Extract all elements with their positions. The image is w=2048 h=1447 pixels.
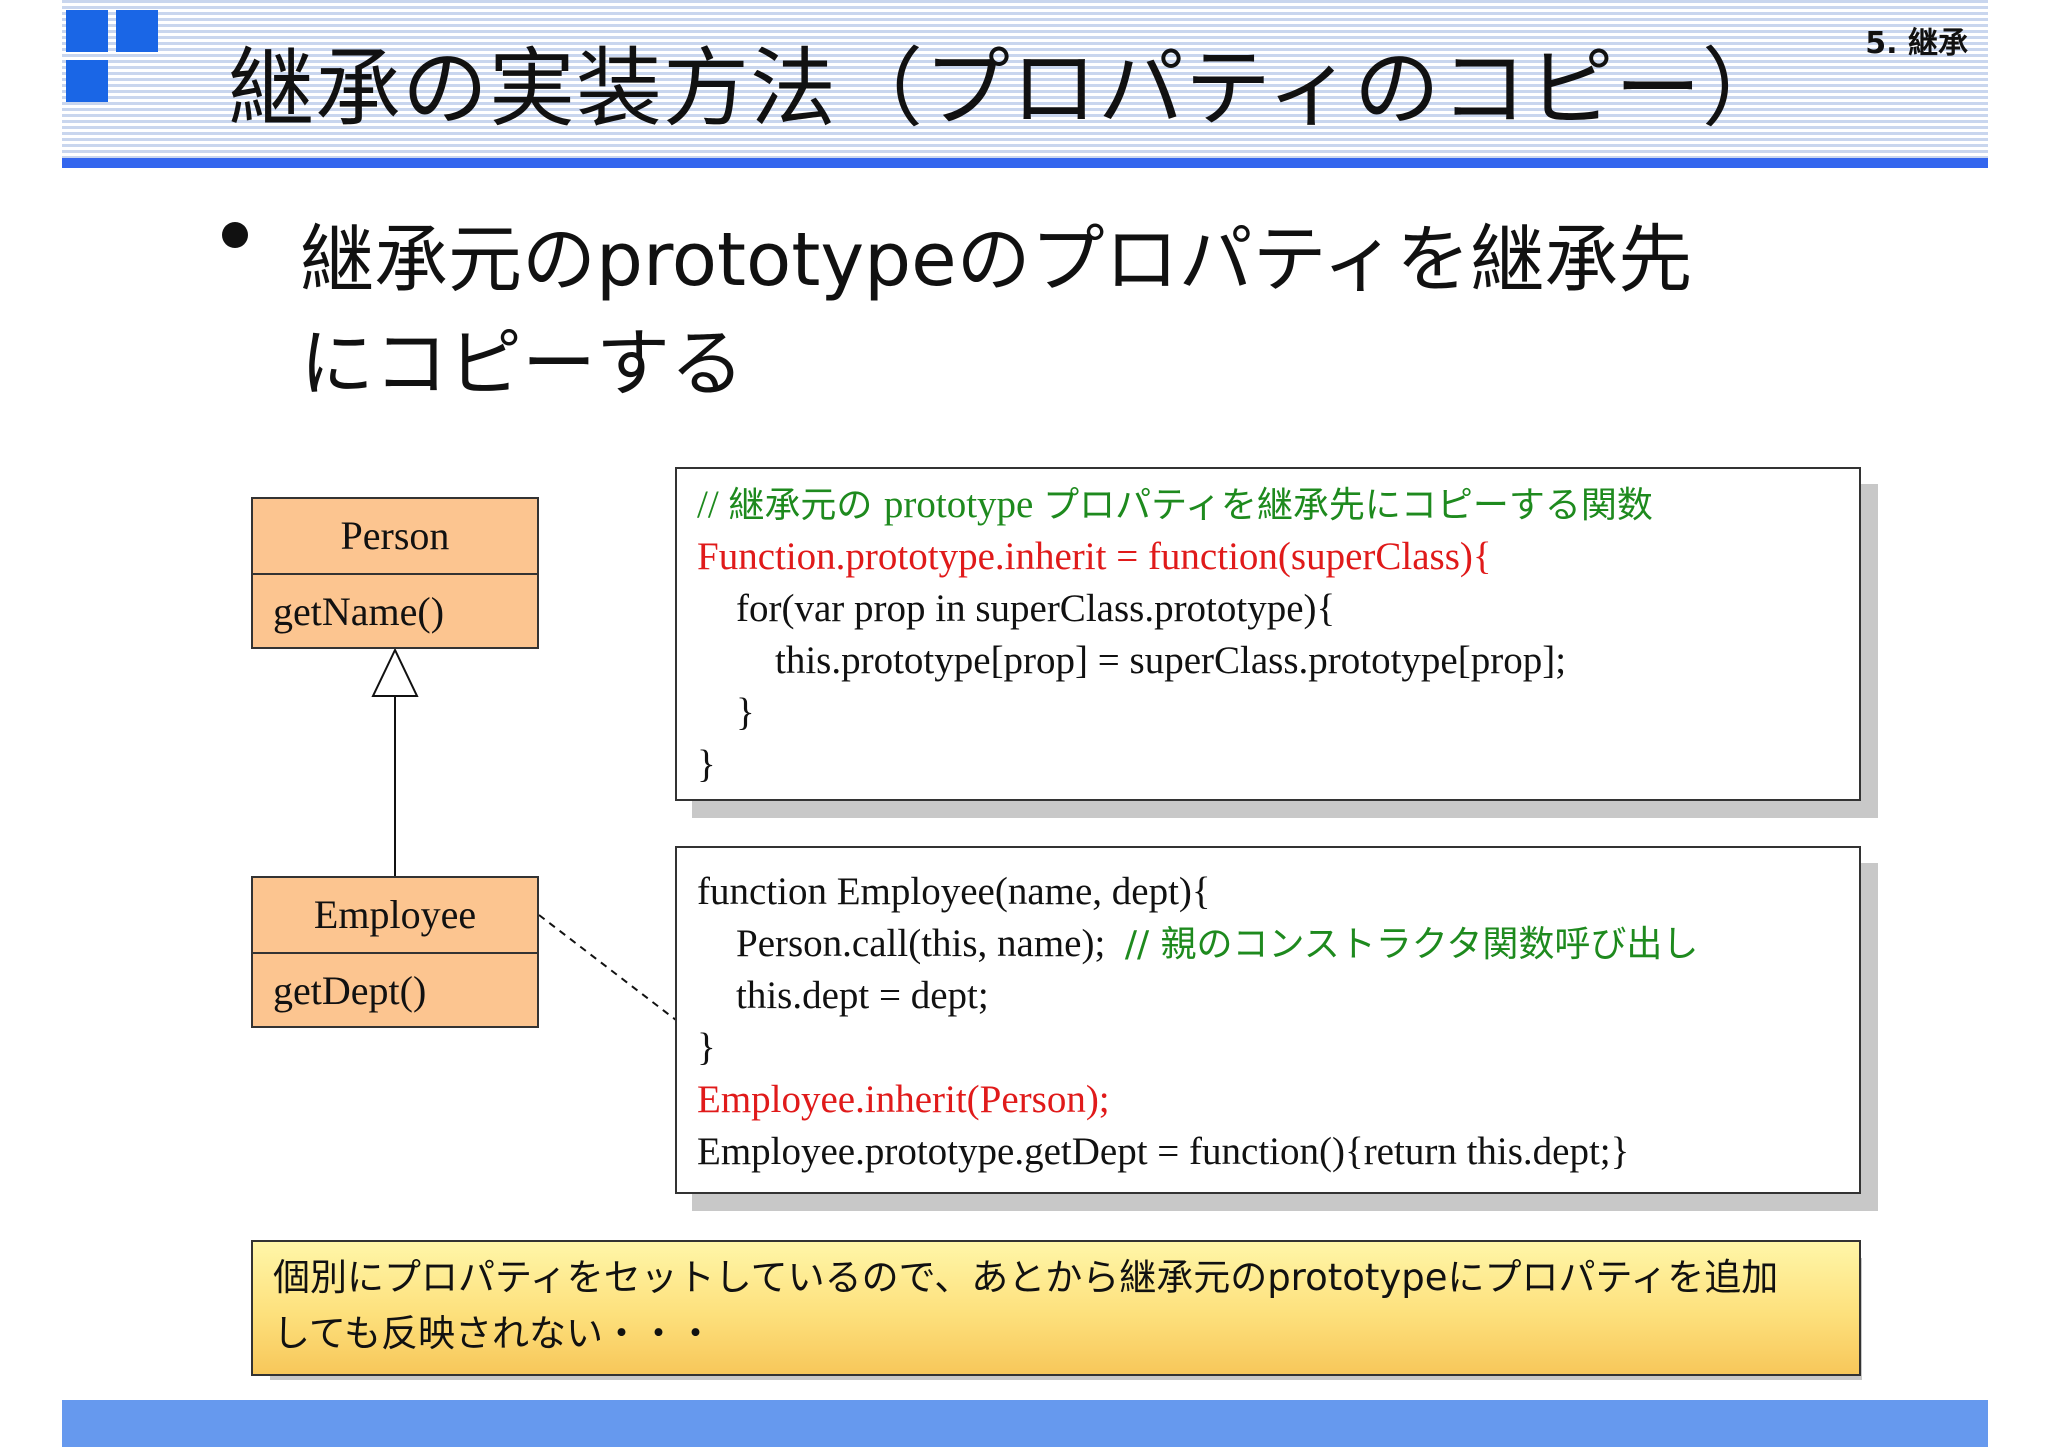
code-text: Person.call(this, name); — [697, 922, 1125, 965]
code-line: for(var prop in superClass.prototype){ — [697, 587, 1336, 630]
code-line: Function.prototype.inherit = function(su… — [697, 535, 1492, 578]
uml-class-name: Employee — [253, 878, 537, 954]
uml-class-person: Person getName() — [251, 497, 539, 649]
bullet-text: 継承元のprototypeのプロパティを継承先 にコピーする — [300, 208, 1860, 416]
logo-square-1 — [66, 10, 108, 52]
footer-band — [62, 1400, 1988, 1447]
note-line-2: しても反映されない・・・ — [273, 1312, 715, 1355]
code-line: this.dept = dept; — [697, 974, 989, 1017]
comment-jp-1: 継承元の — [728, 485, 884, 526]
bullet-line-2: にコピーする — [300, 321, 744, 407]
code-box-inherit-function: // 継承元の prototype プロパティを継承先にコピーする関数 Func… — [675, 467, 1861, 801]
code-line: this.prototype[prop] = superClass.protot… — [697, 639, 1567, 682]
header-rule — [62, 158, 1988, 168]
note-dashed-line — [538, 914, 677, 1021]
code-line-with-comment: Person.call(this, name); // 親のコンストラクタ関数呼… — [697, 918, 1859, 970]
code-box-employee: function Employee(name, dept){ Person.ca… — [675, 846, 1861, 1194]
note-box: 個別にプロパティをセットしているので、あとから継承元のprototypeにプロパ… — [251, 1240, 1861, 1376]
uml-class-method: getDept() — [273, 968, 427, 1013]
comment-jp-2: プロパティを継承先にコピーする関数 — [1043, 485, 1653, 526]
header-band — [62, 0, 1988, 158]
inheritance-arrowhead — [371, 647, 419, 697]
code-comment-line: // 継承元の prototype プロパティを継承先にコピーする関数 — [697, 479, 1859, 531]
code-line: Employee.prototype.getDept = function(){… — [697, 1130, 1630, 1173]
uml-class-employee: Employee getDept() — [251, 876, 539, 1028]
code-line: } — [697, 1026, 716, 1069]
code-line: Employee.inherit(Person); — [697, 1078, 1110, 1121]
note-line-1: 個別にプロパティをセットしているので、あとから継承元のprototypeにプロパ… — [273, 1256, 1779, 1299]
code-line: } — [697, 743, 716, 786]
logo-square-3 — [66, 60, 108, 102]
code-line: } — [697, 691, 755, 734]
comment-prefix: // — [697, 483, 729, 526]
slide-title: 継承の実装方法（プロパティのコピー） — [228, 39, 1789, 139]
uml-class-method: getName() — [273, 589, 445, 634]
comment-word: prototype — [883, 483, 1044, 526]
logo-square-2 — [116, 10, 158, 52]
section-label: 5. 継承 — [1865, 26, 1968, 61]
bullet-dot — [222, 222, 248, 248]
uml-class-name: Person — [253, 499, 537, 575]
code-comment: // 親のコンストラクタ関数呼び出し — [1124, 924, 1699, 965]
bullet-line-1: 継承元のprototypeのプロパティを継承先 — [300, 217, 1693, 303]
code-line: function Employee(name, dept){ — [697, 870, 1211, 913]
